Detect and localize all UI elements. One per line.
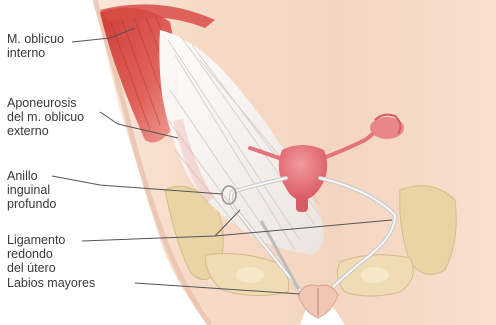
obturator-right [361,267,389,283]
label-internal-oblique: M. oblicuo interno [7,32,64,60]
label-labia-majora: Labios mayores [7,276,95,290]
obturator-left [236,267,264,283]
cervix [296,196,308,212]
label-deep-inguinal-ring: Anillo inguinal profundo [7,169,56,211]
label-external-oblique-aponeurosis: Aponeurosis del m. oblicuo externo [7,96,84,138]
label-round-ligament: Ligamento redondo del útero [7,233,65,275]
